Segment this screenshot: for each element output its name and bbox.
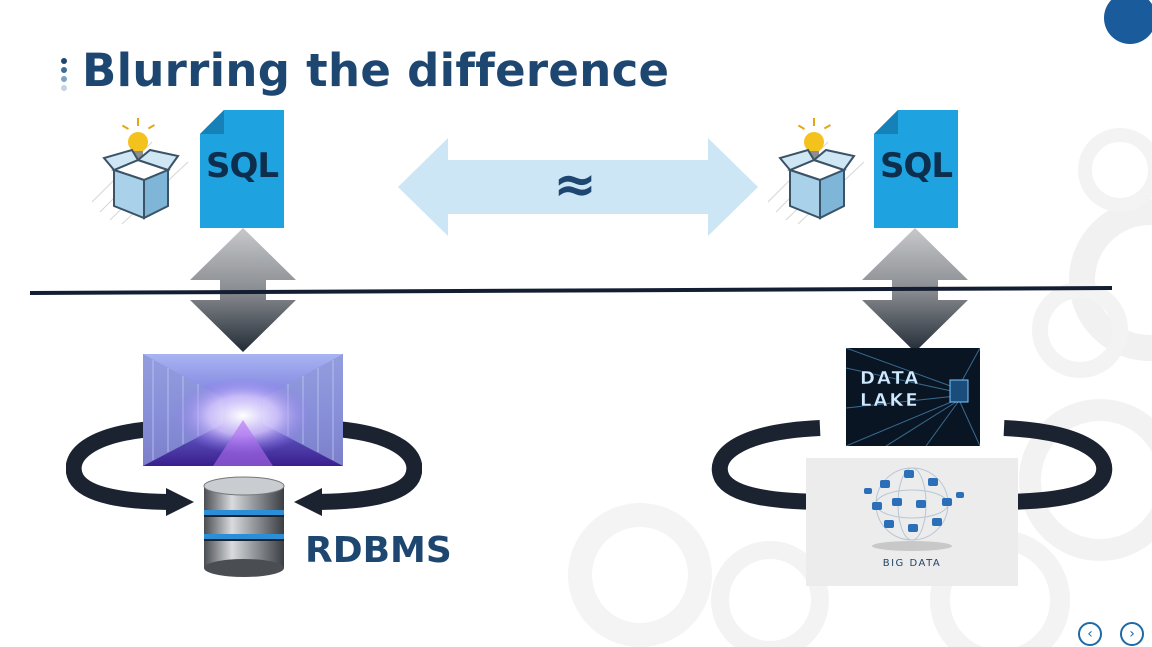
sql-document-right: SQL	[874, 110, 958, 228]
next-slide-button[interactable]: ›	[1120, 622, 1144, 646]
sql-document-left: SQL	[200, 110, 284, 228]
chevron-left-icon: ‹	[1087, 626, 1093, 642]
document-icon	[874, 110, 958, 228]
datacenter-image	[143, 354, 343, 466]
idea-box-icon	[768, 118, 865, 225]
approx-symbol: ≈	[553, 155, 597, 215]
vertical-double-arrow-left	[190, 228, 296, 352]
sql-label-right: SQL	[879, 146, 953, 186]
big-data-label: BIG DATA	[882, 558, 942, 569]
data-lake-graphic: DATA LAKE	[846, 348, 980, 446]
equivalence-double-arrow	[398, 138, 758, 236]
circular-arrow-left	[66, 420, 422, 516]
document-icon	[200, 110, 284, 228]
data-lake-text-line-2: LAKE	[860, 390, 920, 411]
sql-label-left: SQL	[205, 146, 279, 186]
data-lake-text-line-1: DATA	[860, 368, 920, 389]
data-lake-image: DATA LAKE	[846, 348, 980, 446]
network-globe-icon	[864, 467, 964, 551]
prev-slide-button[interactable]: ‹	[1078, 622, 1102, 646]
slide-title: Blurring the difference	[82, 44, 670, 97]
idea-box-icon	[92, 118, 189, 225]
chevron-right-icon: ›	[1129, 626, 1135, 642]
rdbms-label: RDBMS	[305, 530, 452, 571]
database-icon	[203, 476, 285, 577]
title-bullet-icon	[61, 58, 67, 91]
layer-divider-line	[29, 286, 1113, 295]
big-data-image: BIG DATA	[806, 458, 1018, 586]
